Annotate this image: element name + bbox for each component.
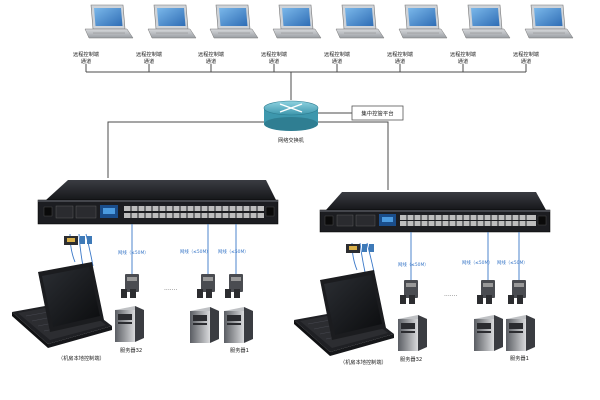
cable-label: 网线（≤50M） — [462, 259, 493, 266]
cable-label: 网线（≤50M） — [218, 248, 249, 255]
client-label: 远程控制端 — [324, 50, 350, 58]
ellipsis-dots: ······· — [164, 287, 177, 294]
laptop-icon — [398, 4, 448, 39]
right-local-connector — [346, 244, 374, 253]
network-bus — [85, 64, 527, 190]
client-label: 远程控制端 — [73, 50, 99, 58]
client-label: 通道 — [206, 57, 216, 65]
left-local-connector — [64, 236, 92, 245]
remote-client-row — [84, 4, 574, 39]
client-label: 远程控制端 — [198, 50, 224, 58]
client-label: 远程控制端 — [387, 50, 413, 58]
adapter-dongle — [225, 274, 243, 298]
client-label: 通道 — [81, 57, 91, 65]
adapter-dongle — [477, 280, 495, 304]
cable-label: 网线（≤50M） — [497, 259, 528, 266]
laptop-icon — [84, 4, 134, 39]
client-label: 远程控制端 — [136, 50, 162, 58]
client-label: 远程控制端 — [513, 50, 539, 58]
remote-client-labels: 远程控制端 通道 远程控制端 通道 远程控制端 通道 远程控制端 通道 远程控制… — [73, 50, 539, 65]
laptop-icon — [335, 4, 385, 39]
network-switch-icon — [263, 100, 319, 131]
cable-label: 网线（≤50M） — [118, 249, 149, 256]
server-label: 服务器32 — [120, 346, 142, 354]
switch-label: 网络交换机 — [278, 136, 305, 144]
server-tower-icon — [190, 307, 219, 343]
local-console-label: （机房本地控制端） — [58, 354, 105, 362]
laptop-icon — [209, 4, 259, 39]
laptop-icon — [147, 4, 197, 39]
port-dividers-left — [130, 205, 258, 219]
platform-box: 集中控管平台 — [351, 105, 404, 121]
server-tower-icon — [474, 315, 503, 351]
client-label: 通道 — [395, 57, 405, 65]
client-label: 远程控制端 — [261, 50, 287, 58]
client-label: 通道 — [269, 57, 279, 65]
server-tower-icon — [506, 315, 535, 351]
port-bank-right — [400, 215, 536, 220]
adapter-dongle — [400, 280, 418, 304]
adapter-dongle — [508, 280, 526, 304]
cable-label: 网线（≤50M） — [180, 248, 211, 255]
right-dongles — [400, 280, 526, 304]
rack-console-left — [12, 262, 112, 348]
left-cables — [131, 224, 237, 276]
rack-console-right — [294, 270, 394, 356]
laptop-icon — [461, 4, 511, 39]
platform-label: 集中控管平台 — [361, 110, 393, 118]
laptop-icon — [272, 4, 322, 39]
server-label: 服务器1 — [510, 354, 529, 362]
cable-label: 网线（≤50M） — [398, 261, 429, 268]
server-label: 服务器32 — [400, 355, 422, 363]
ellipsis-dots: ······· — [444, 293, 457, 300]
adapter-dongle — [197, 274, 215, 298]
client-label: 通道 — [332, 57, 342, 65]
server-tower-icon — [398, 315, 427, 351]
kvm-switch-right — [319, 192, 551, 233]
client-label: 通道 — [521, 57, 531, 65]
local-console-label: （机房本地控制端） — [340, 358, 387, 366]
port-dividers-right — [406, 214, 527, 227]
kvm-switch-left — [37, 180, 279, 225]
client-label: 通道 — [144, 57, 154, 65]
server-tower-icon — [224, 307, 253, 343]
right-cables — [410, 232, 520, 282]
client-label: 远程控制端 — [450, 50, 476, 58]
client-label: 通道 — [458, 57, 468, 65]
server-tower-icon — [115, 306, 144, 342]
left-dongles — [121, 274, 243, 298]
adapter-dongle — [121, 274, 139, 298]
server-label: 服务器1 — [230, 346, 249, 354]
laptop-icon — [524, 4, 574, 39]
